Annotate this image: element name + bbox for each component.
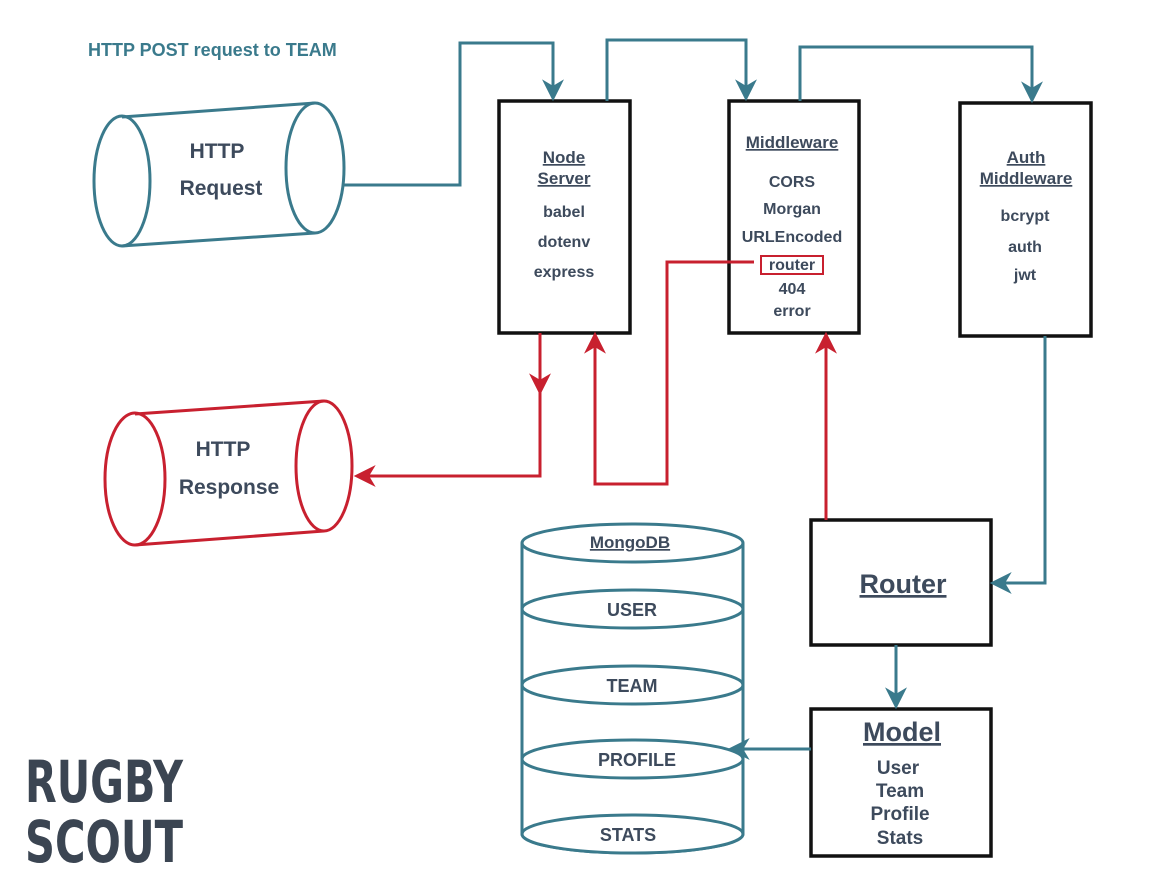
model-item: Profile — [870, 804, 929, 825]
mongodb-title: MongoDB — [590, 533, 670, 552]
diagram-caption: HTTP POST request to TEAM — [88, 40, 337, 60]
auth-to-router-arrow — [989, 336, 1047, 594]
middleware-item: 404 — [779, 281, 806, 298]
request-flow-arrows — [344, 38, 1047, 760]
node-to-middleware-arrow — [605, 38, 757, 102]
middleware-title: Middleware — [746, 133, 839, 152]
http-request-label-2: Request — [180, 177, 263, 200]
model-item: Stats — [877, 828, 923, 849]
router-title: Router — [860, 569, 947, 599]
auth-middleware-item: auth — [1008, 239, 1042, 256]
model-item: User — [877, 758, 920, 779]
http-response-label-1: HTTP — [196, 438, 251, 461]
rugby-scout-logo: RUGBY SCOUT — [25, 748, 184, 876]
auth-middleware-title-1: Auth — [1007, 148, 1046, 167]
router-to-node-arrow — [584, 260, 754, 486]
node-server-title-1: Node — [543, 148, 586, 167]
mongodb-collection: PROFILE — [598, 750, 676, 770]
middleware-item: Morgan — [763, 201, 821, 218]
node-to-response-arrow — [353, 333, 542, 487]
auth-middleware-item: bcrypt — [1001, 208, 1051, 225]
request-to-node-arrow — [344, 41, 564, 187]
node-server-title-2: Server — [538, 169, 591, 188]
middleware-to-auth-arrow — [798, 45, 1043, 104]
http-response-label-2: Response — [179, 476, 279, 499]
node-server-item: babel — [543, 204, 585, 221]
mongodb-collection: TEAM — [607, 676, 658, 696]
http-response-cylinder — [103, 399, 354, 547]
http-request-label-1: HTTP — [190, 140, 245, 163]
auth-middleware-item: jwt — [1013, 267, 1037, 284]
node-server-item: express — [534, 264, 595, 281]
logo-line-1: RUGBY — [25, 748, 184, 816]
middleware-router-item: router — [769, 257, 815, 274]
node-server-box — [497, 99, 632, 335]
logo-line-2: SCOUT — [25, 808, 183, 876]
middleware-item: CORS — [769, 174, 816, 191]
middleware-item: error — [773, 303, 810, 320]
response-flow-arrows — [353, 260, 837, 520]
auth-middleware-title-2: Middleware — [980, 169, 1073, 188]
model-item: Team — [876, 781, 924, 802]
middleware-box — [727, 99, 861, 335]
node-server-item: dotenv — [538, 234, 591, 251]
model-title: Model — [863, 717, 941, 747]
http-request-cylinder — [92, 101, 346, 248]
middleware-item: URLEncoded — [742, 229, 842, 246]
mongodb-collection: USER — [607, 600, 657, 620]
router-highlight-box — [760, 255, 824, 275]
mongodb-database — [520, 522, 745, 855]
mongodb-collection: STATS — [600, 825, 656, 845]
